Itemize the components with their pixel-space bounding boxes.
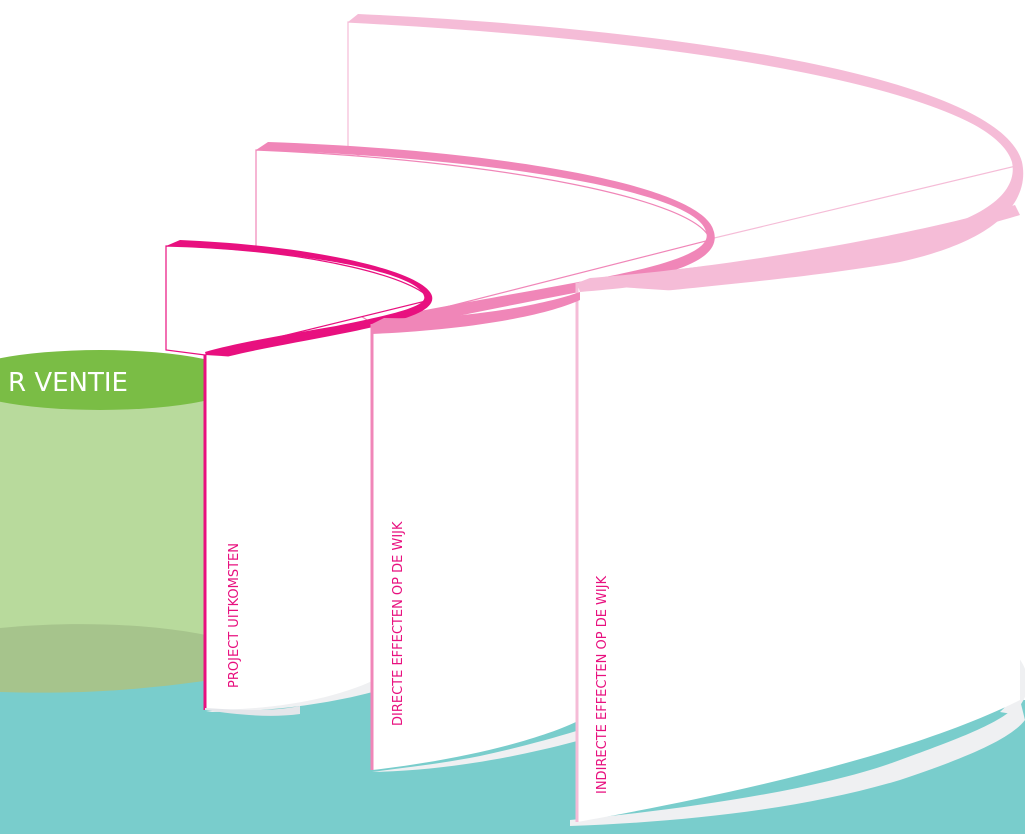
panel-label-project: PROJECT UITKOMSTEN [227,543,242,688]
green-cylinder-body [0,382,210,692]
panel-label-indirect: INDIRECTE EFFECTEN OP DE WIJK [595,575,610,794]
arc-project-ribbon [166,240,433,362]
green-cylinder-bottom [0,624,210,693]
panel-indirecte-effecten: INDIRECTE EFFECTEN OP DE WIJK [575,283,1020,822]
panel-project-uitkomsten: PROJECT UITKOMSTEN [203,355,418,716]
panel-label-direct: DIRECTE EFFECTEN OP DE WIJK [391,521,406,726]
arc-project [165,240,433,362]
base-label: R VENTIE [8,368,128,398]
intervention-cylinder-top: R VENTIE [0,350,245,410]
panel-direct-top-edge [372,292,580,334]
panel-directe-effecten: DIRECTE EFFECTEN OP DE WIJK [370,300,580,770]
panel-indirect-top-edge [577,205,1020,292]
green-ellipse [0,350,245,410]
